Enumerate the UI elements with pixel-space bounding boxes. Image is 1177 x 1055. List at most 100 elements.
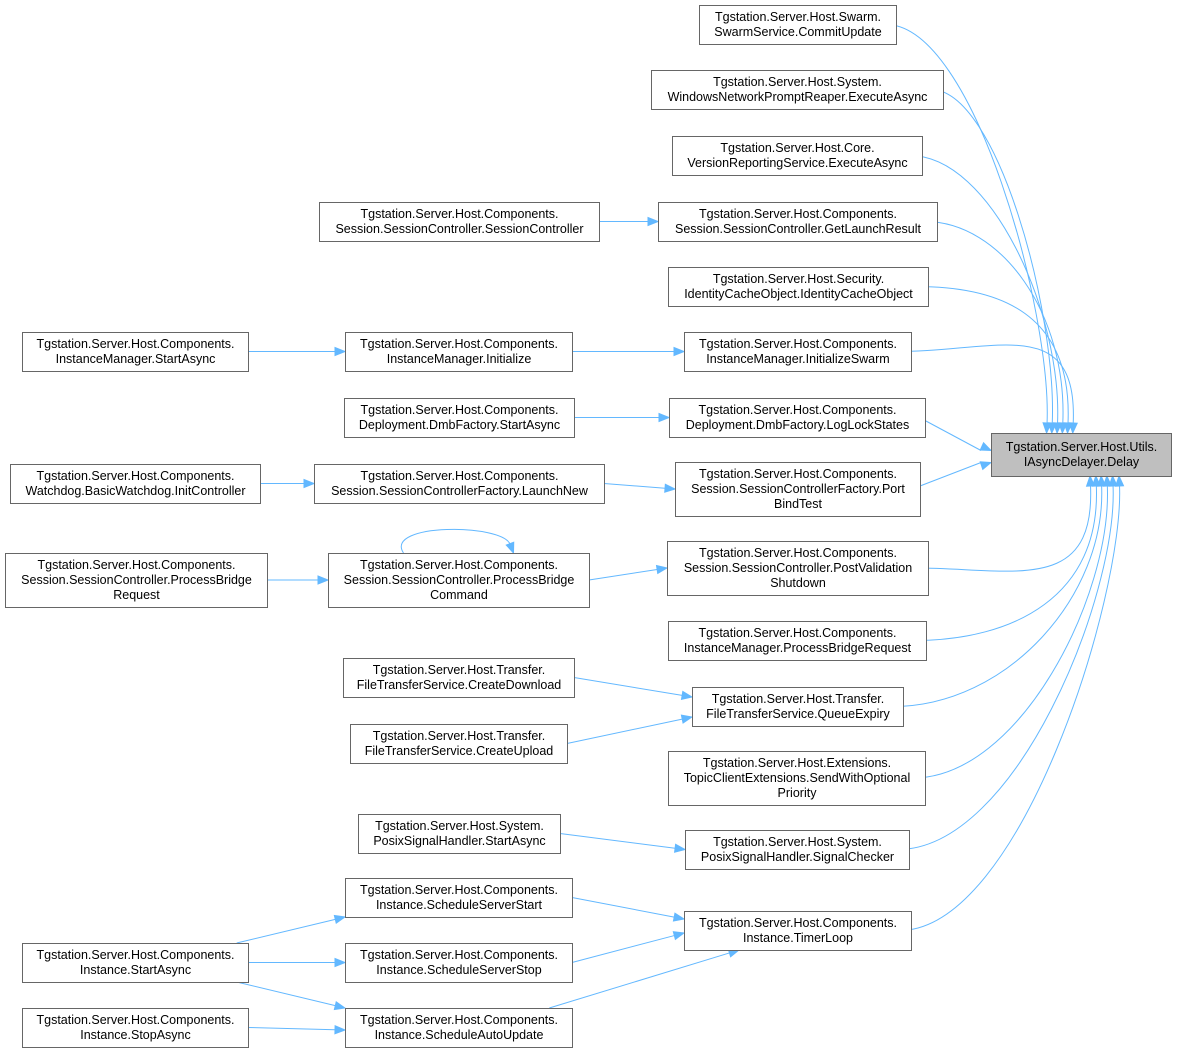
node-label-line: Tgstation.Server.Host.Components. xyxy=(360,883,558,897)
edge-arrowhead xyxy=(680,714,694,724)
node-label-line: Deployment.DmbFactory.LogLockStates xyxy=(686,418,909,432)
edge-arrowhead xyxy=(1068,422,1078,435)
node-label-line: Session.SessionController.GetLaunchResul… xyxy=(675,222,921,236)
node-im-initialize[interactable]: Tgstation.Server.Host.Components.Instanc… xyxy=(345,332,573,372)
node-box xyxy=(684,332,912,372)
node-posix-checker[interactable]: Tgstation.Server.Host.System.PosixSignal… xyxy=(685,830,910,870)
node-label-line: Instance.StartAsync xyxy=(80,963,191,977)
node-label-line: Instance.ScheduleServerStart xyxy=(376,898,543,912)
edge-reaper-to-delay xyxy=(930,89,1058,435)
edge-line xyxy=(924,420,982,451)
node-inst-stopasync[interactable]: Tgstation.Server.Host.Components.Instanc… xyxy=(22,1008,249,1048)
node-ft-download[interactable]: Tgstation.Server.Host.Transfer.FileTrans… xyxy=(343,658,575,698)
node-box xyxy=(651,70,944,110)
node-box xyxy=(328,553,590,608)
edge-inst-timerloop-to-delay xyxy=(899,474,1125,931)
node-sc-pbrequest[interactable]: Tgstation.Server.Host.Components.Session… xyxy=(5,553,268,608)
edge-arrowhead xyxy=(333,914,347,925)
node-label-line: Tgstation.Server.Host.Components. xyxy=(699,207,897,221)
edge-dmb-startasync-to-dmb-loglock xyxy=(574,412,671,423)
edge-arrowhead xyxy=(334,346,347,357)
edge-ft-queueexpiry-to-delay xyxy=(892,474,1107,707)
edge-identitycache-to-delay xyxy=(915,286,1073,435)
edge-arrowhead xyxy=(647,216,660,227)
edge-arrowhead xyxy=(333,1000,347,1011)
node-posix-start[interactable]: Tgstation.Server.Host.System.PosixSignal… xyxy=(358,814,561,854)
node-box xyxy=(22,1008,249,1048)
node-label-line: Tgstation.Server.Host.System. xyxy=(713,75,882,89)
node-getlaunchresult[interactable]: Tgstation.Server.Host.Components.Session… xyxy=(658,202,938,242)
node-im-pbrequest[interactable]: Tgstation.Server.Host.Components.Instanc… xyxy=(668,621,927,661)
node-label-line: Session.SessionController.PostValidation xyxy=(684,561,912,575)
node-scf-portbind[interactable]: Tgstation.Server.Host.Components.Session… xyxy=(675,462,921,517)
edge-line xyxy=(886,24,1048,424)
edge-line xyxy=(913,485,1097,641)
node-versionreporting[interactable]: Tgstation.Server.Host.Core.VersionReport… xyxy=(672,136,923,176)
node-inst-schedstop[interactable]: Tgstation.Server.Host.Components.Instanc… xyxy=(345,943,573,983)
node-reaper[interactable]: Tgstation.Server.Host.System.WindowsNetw… xyxy=(651,70,944,110)
edge-scf-launchnew-to-scf-portbind xyxy=(603,483,677,493)
node-inst-schedauto[interactable]: Tgstation.Server.Host.Components.Instanc… xyxy=(345,1008,573,1048)
node-sc-pbcommand[interactable]: Tgstation.Server.Host.Components.Session… xyxy=(328,553,590,608)
edge-posix-checker-to-delay xyxy=(897,474,1118,850)
node-label-line: InstanceManager.ProcessBridgeRequest xyxy=(684,641,912,655)
edge-line xyxy=(919,462,982,487)
node-box xyxy=(22,943,249,983)
edge-line xyxy=(571,897,675,918)
node-topicclient[interactable]: Tgstation.Server.Host.Extensions.TopicCl… xyxy=(668,751,926,806)
node-box xyxy=(344,398,575,438)
node-label-line: Tgstation.Server.Host.Components. xyxy=(360,403,558,417)
edge-line xyxy=(915,286,1069,424)
node-label-line: IdentityCacheObject.IdentityCacheObject xyxy=(684,287,913,301)
node-label-line: Tgstation.Server.Host.Components. xyxy=(699,337,897,351)
node-delay[interactable]: Tgstation.Server.Host.Utils.IAsyncDelaye… xyxy=(991,433,1172,477)
edge-arrowhead xyxy=(979,461,993,471)
node-inst-timerloop[interactable]: Tgstation.Server.Host.Components.Instanc… xyxy=(684,911,912,951)
node-box xyxy=(358,814,561,854)
node-box xyxy=(675,462,921,517)
node-box xyxy=(5,553,268,608)
edge-arrowhead xyxy=(317,575,330,585)
node-label-line: Tgstation.Server.Host.Transfer. xyxy=(373,663,546,677)
edge-sc-pbrequest-to-sc-pbcommand xyxy=(267,575,330,585)
node-box xyxy=(658,202,938,242)
edge-arrowhead xyxy=(1085,474,1096,487)
node-label-line: Session.SessionController.ProcessBridge xyxy=(344,573,575,587)
edge-ft-download-to-ft-queueexpiry xyxy=(573,677,694,700)
node-im-initswarm[interactable]: Tgstation.Server.Host.Components.Instanc… xyxy=(684,332,912,372)
node-label-line: Session.SessionControllerFactory.Port xyxy=(691,482,905,496)
node-box xyxy=(669,398,926,438)
node-scf-launchnew[interactable]: Tgstation.Server.Host.Components.Session… xyxy=(314,464,605,504)
node-box xyxy=(692,687,904,727)
edge-line xyxy=(897,485,1114,850)
edge-posix-start-to-posix-checker xyxy=(559,833,687,853)
node-ft-upload[interactable]: Tgstation.Server.Host.Transfer.FileTrans… xyxy=(350,724,568,764)
node-label-line: Tgstation.Server.Host.Components. xyxy=(360,948,558,962)
node-sc-ctor[interactable]: Tgstation.Server.Host.Components.Session… xyxy=(319,202,600,242)
node-commitupdate[interactable]: Tgstation.Server.Host.Swarm.SwarmService… xyxy=(699,5,897,45)
edge-ft-upload-to-ft-queueexpiry xyxy=(566,714,694,744)
node-identitycache[interactable]: Tgstation.Server.Host.Security.IdentityC… xyxy=(668,267,929,307)
node-label-line: WindowsNetworkPromptReaper.ExecuteAsync xyxy=(668,90,928,104)
edge-arrowhead xyxy=(334,957,347,968)
node-sc-postvalidation[interactable]: Tgstation.Server.Host.Components.Session… xyxy=(667,541,929,596)
edge-arrowhead xyxy=(672,912,686,922)
node-wd-initcontroller[interactable]: Tgstation.Server.Host.Components.Watchdo… xyxy=(10,464,261,504)
node-label-line: IAsyncDelayer.Delay xyxy=(1024,455,1140,469)
node-dmb-loglock[interactable]: Tgstation.Server.Host.Components.Deploym… xyxy=(669,398,926,438)
edge-line xyxy=(930,89,1053,424)
node-inst-startasync[interactable]: Tgstation.Server.Host.Components.Instanc… xyxy=(22,943,249,983)
node-dmb-startasync[interactable]: Tgstation.Server.Host.Components.Deploym… xyxy=(344,398,575,438)
node-inst-schedstart[interactable]: Tgstation.Server.Host.Components.Instanc… xyxy=(345,878,573,918)
node-label-line: Instance.ScheduleServerStop xyxy=(376,963,541,977)
edge-line xyxy=(573,677,683,696)
edge-inst-startasync-to-inst-schedstop xyxy=(248,957,347,968)
edge-topicclient-to-delay xyxy=(912,474,1113,779)
node-ft-queueexpiry[interactable]: Tgstation.Server.Host.Transfer.FileTrans… xyxy=(692,687,904,727)
edge-arrowhead xyxy=(680,690,694,700)
edge-line xyxy=(236,981,336,1007)
node-im-startasync[interactable]: Tgstation.Server.Host.Components.Instanc… xyxy=(22,332,249,372)
node-box xyxy=(668,267,929,307)
edge-arrowhead xyxy=(1096,474,1107,487)
